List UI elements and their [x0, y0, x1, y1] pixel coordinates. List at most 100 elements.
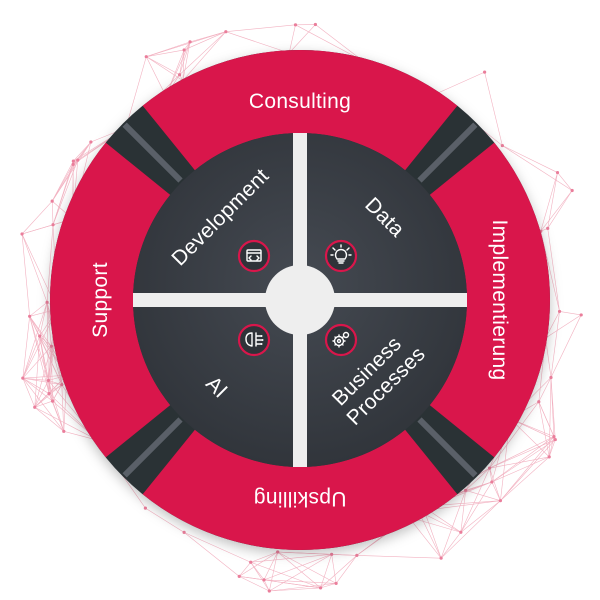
network-line — [179, 49, 185, 75]
network-line — [436, 71, 485, 94]
network-line — [491, 481, 501, 501]
network-line — [491, 439, 556, 483]
network-node — [553, 437, 557, 442]
network-line — [73, 141, 92, 162]
network-node — [547, 455, 551, 459]
network-node — [76, 158, 80, 162]
network-line — [34, 406, 99, 441]
network-node — [262, 578, 266, 582]
network-line — [502, 145, 573, 191]
network-line — [239, 551, 278, 577]
network-line — [277, 551, 337, 584]
network-line — [288, 24, 296, 54]
network-line — [269, 587, 321, 592]
network-line — [491, 456, 550, 483]
network-node — [500, 143, 504, 148]
network-line — [547, 172, 558, 229]
network-line — [548, 436, 555, 457]
network-line — [29, 316, 50, 394]
network-line — [263, 551, 278, 580]
network-line — [540, 172, 558, 232]
network-line — [146, 31, 226, 57]
network-node — [537, 400, 541, 404]
network-node — [62, 429, 66, 433]
network-line — [22, 377, 65, 432]
network-node — [60, 383, 64, 387]
network-node — [28, 314, 32, 318]
network-node — [557, 309, 562, 314]
network-line — [465, 467, 490, 491]
segment-support — [49, 142, 171, 458]
network-line — [39, 336, 49, 381]
network-line — [34, 407, 64, 432]
ring-label-support: Support — [89, 262, 112, 338]
network-node — [38, 334, 42, 338]
network-line — [320, 555, 358, 589]
network-node — [224, 30, 228, 34]
network-line — [320, 583, 337, 589]
network-node — [498, 499, 503, 503]
network-line — [320, 554, 332, 588]
network-line — [34, 380, 49, 408]
network-line — [545, 314, 582, 339]
network-node — [570, 188, 574, 193]
network-line — [250, 561, 321, 589]
network-line — [51, 141, 92, 202]
center-hub — [265, 265, 335, 335]
network-line — [331, 554, 357, 556]
network-line — [557, 172, 573, 191]
network-line — [239, 562, 251, 577]
network-line — [548, 377, 552, 457]
network-line — [545, 337, 552, 378]
ai-brain-icon — [237, 323, 271, 357]
network-line — [22, 336, 40, 379]
network-node — [459, 530, 463, 534]
network-line — [22, 302, 48, 379]
network-line — [489, 456, 550, 469]
network-line — [269, 583, 337, 592]
gears-icon — [324, 323, 358, 357]
network-line — [547, 228, 560, 312]
network-line — [146, 49, 185, 57]
network-line — [277, 551, 321, 589]
network-line — [46, 302, 52, 347]
segment-gap-3 — [122, 417, 183, 478]
network-line — [538, 377, 552, 402]
network-line — [179, 41, 191, 75]
network-line — [22, 377, 62, 385]
network-line — [550, 314, 582, 378]
network-line — [239, 576, 270, 592]
network-line — [29, 302, 48, 317]
network-line — [146, 56, 180, 75]
network-line — [183, 532, 251, 563]
network-node — [89, 140, 93, 144]
network-node — [188, 40, 192, 44]
network-line — [146, 56, 184, 81]
network-line — [263, 554, 332, 581]
network-line — [52, 400, 65, 432]
network-node — [464, 488, 468, 492]
network-node — [487, 466, 492, 470]
segment-consulting — [142, 49, 458, 171]
network-line — [545, 311, 560, 339]
network-line — [184, 31, 226, 51]
network-node — [49, 344, 53, 348]
network-line — [418, 511, 442, 559]
network-line — [183, 532, 240, 577]
network-line — [263, 579, 337, 584]
network-line — [335, 555, 358, 584]
network-line — [22, 316, 30, 379]
network-line — [145, 507, 185, 533]
network-line — [559, 311, 582, 316]
network-node — [21, 376, 25, 380]
network-node — [579, 313, 583, 317]
network-node — [555, 170, 560, 175]
network-line — [145, 56, 167, 97]
network-line — [500, 456, 550, 501]
network-node — [313, 22, 318, 27]
network-line — [21, 233, 48, 303]
network-node — [182, 530, 186, 534]
network-node — [549, 375, 553, 380]
lightbulb-icon — [324, 239, 358, 273]
